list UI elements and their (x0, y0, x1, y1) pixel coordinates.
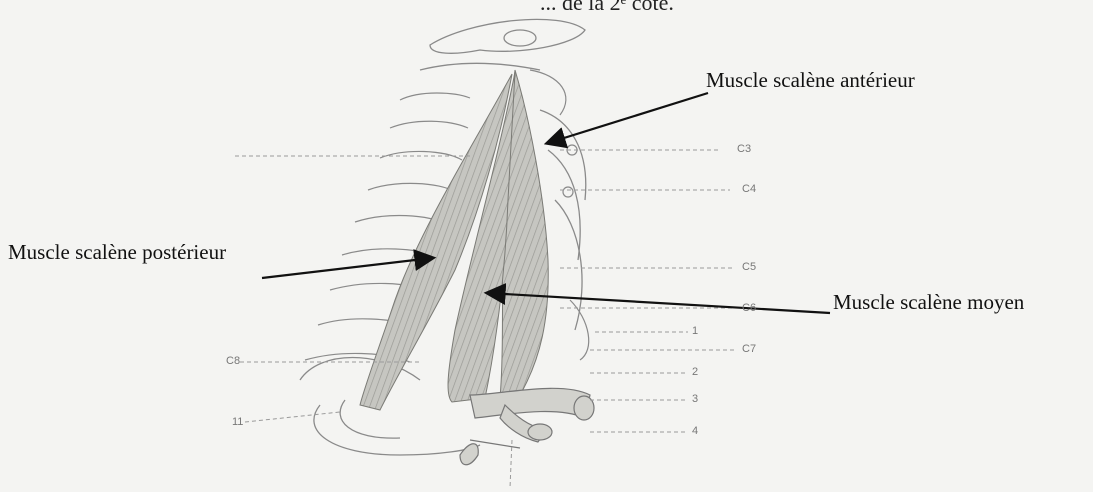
label-c5: C5 (742, 261, 756, 273)
label-c3: C3 (737, 143, 751, 155)
arrow-anterior (548, 93, 708, 143)
upper-vertebra (420, 19, 585, 70)
scalene-muscles (360, 70, 548, 410)
label-c8: C8 (226, 355, 240, 367)
label-c4: C4 (742, 183, 756, 195)
label-scalene-middle: Muscle scalène moyen (833, 290, 1024, 315)
label-1: 1 (692, 325, 698, 337)
label-3: 3 (692, 393, 698, 405)
label-2: 2 (692, 366, 698, 378)
label-scalene-anterior: Muscle scalène antérieur (706, 68, 915, 93)
label-4: 4 (692, 425, 698, 437)
label-11: 11 (232, 416, 243, 428)
label-scalene-posterior: Muscle scalène postérieur (8, 240, 226, 265)
label-c7: C7 (742, 343, 756, 355)
label-c6: C6 (742, 302, 756, 314)
plexus-tubes (460, 388, 594, 464)
